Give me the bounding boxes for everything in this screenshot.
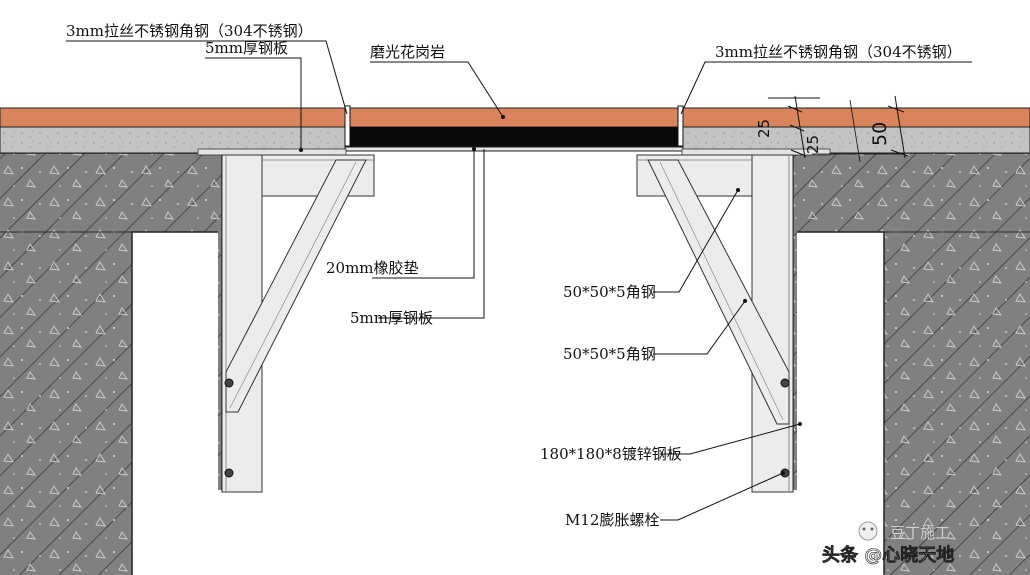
label-rubber-pad: 20mm橡胶垫	[326, 259, 419, 277]
dimension-50: 50	[869, 122, 891, 146]
label-top-left-steel-plate: 5mm厚钢板	[205, 39, 288, 57]
leader-lines	[66, 40, 972, 521]
label-angle-steel-2: 50*50*5角钢	[563, 345, 656, 363]
label-top-left-stainless-angle: 3mm拉丝不锈钢角钢（304不锈钢）	[66, 22, 313, 40]
right-concrete-slab	[792, 152, 1030, 575]
dimension-25-bottom: 25	[804, 135, 822, 154]
dimension-marks	[768, 95, 909, 163]
label-galvanized-plate: 180*180*8镀锌钢板	[540, 445, 682, 463]
label-granite: 磨光花岗岩	[370, 43, 445, 61]
left-angle-steel-bracket	[221, 154, 375, 493]
label-expansion-bolt: M12膨胀螺栓	[565, 511, 659, 529]
stainless-angle-left	[344, 105, 351, 147]
label-angle-steel-1: 50*50*5角钢	[563, 283, 656, 301]
watermark-logo-icon	[858, 521, 878, 541]
left-concrete-slab	[0, 152, 223, 575]
watermark: 豆丁施工 头条 @心晓天地	[822, 521, 955, 566]
center-granite-cover	[344, 107, 684, 152]
dimension-25-top: 25	[755, 119, 773, 138]
label-center-steel-plate: 5mm厚钢板	[350, 309, 433, 327]
right-angle-steel-bracket	[636, 154, 794, 493]
right-granite-layer	[682, 107, 1030, 154]
label-top-right-stainless-angle: 3mm拉丝不锈钢角钢（304不锈钢）	[715, 43, 962, 61]
watermark-faint-text: 豆丁施工	[890, 524, 950, 542]
stainless-angle-right	[677, 105, 684, 147]
watermark-text: 头条 @心晓天地	[822, 544, 954, 566]
left-granite-layer	[0, 107, 346, 154]
